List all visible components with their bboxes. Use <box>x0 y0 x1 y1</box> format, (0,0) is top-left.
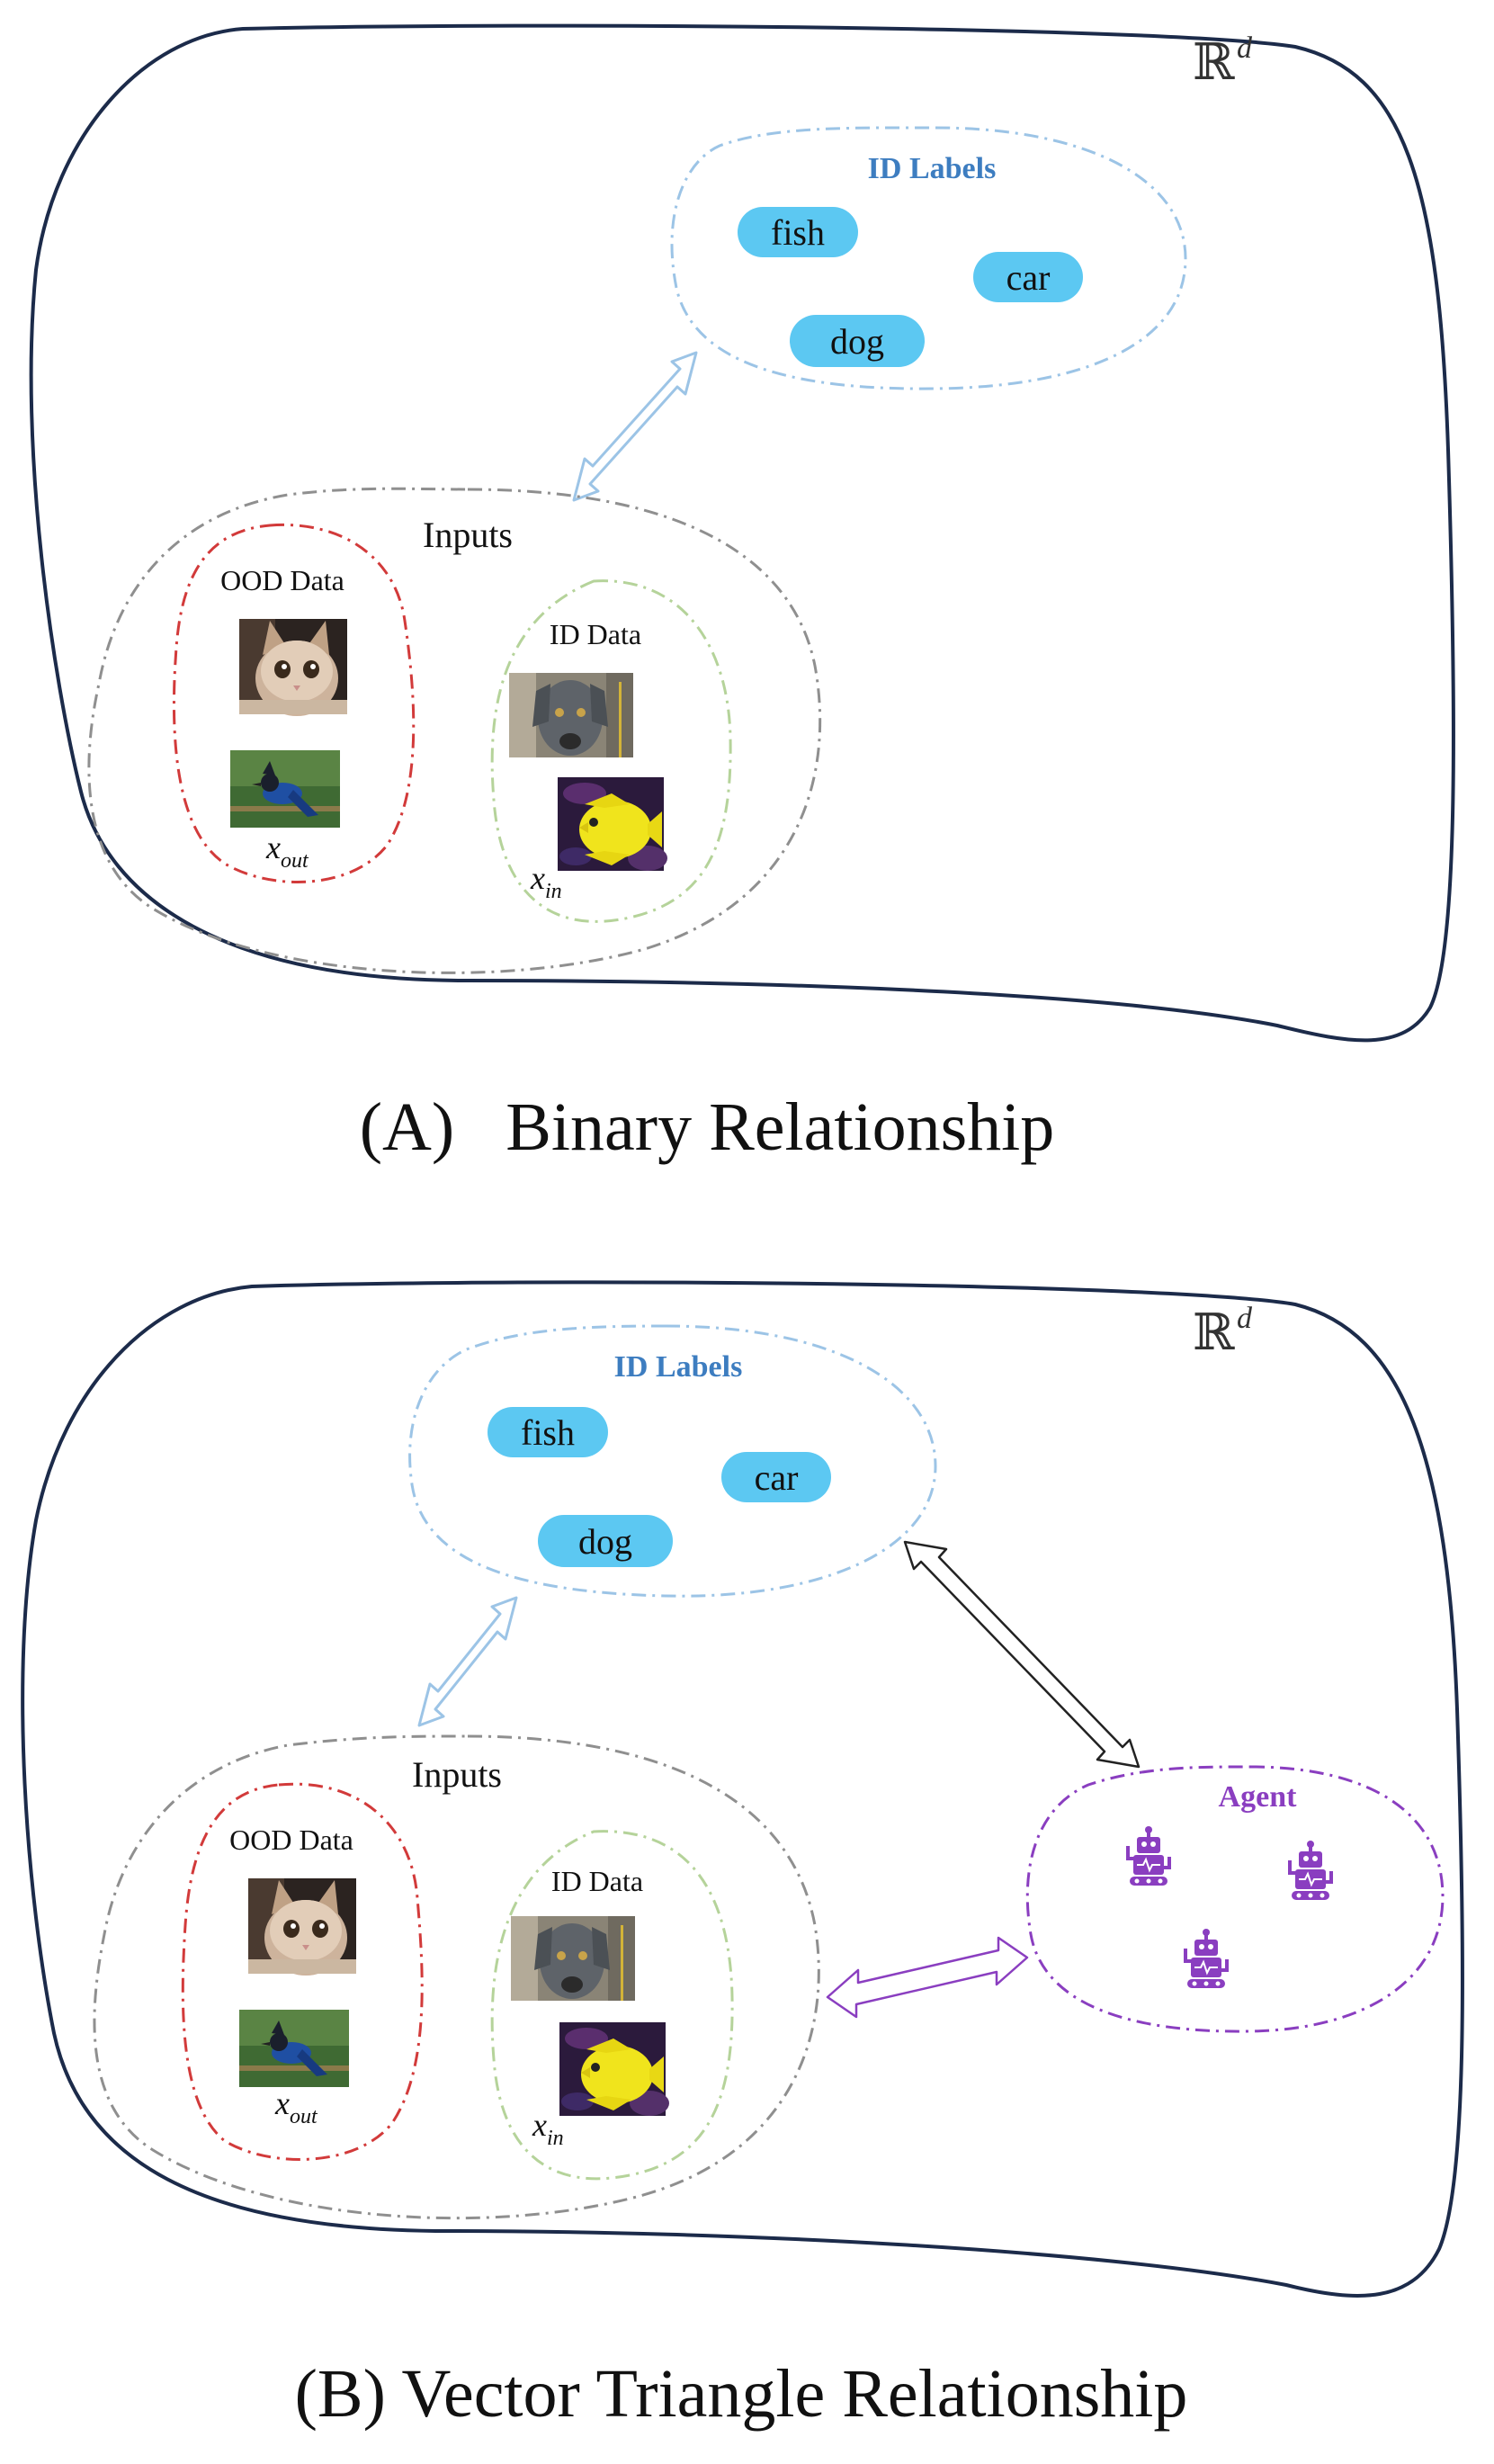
label-pill-fish-a: fish <box>738 207 858 257</box>
cat-image-a <box>239 619 347 716</box>
space-symbol-b: ℝ <box>1193 1305 1236 1361</box>
caption-b: (B) Vector Triangle Relationship <box>295 2356 1188 2432</box>
robot-icon <box>1183 1928 1230 1989</box>
cat-image-b <box>248 1878 356 1976</box>
ood-title-b: OOD Data <box>229 1823 353 1856</box>
robot-icon <box>1125 1825 1172 1886</box>
x-in-b: xin <box>532 2107 564 2150</box>
x-out-b: xout <box>274 2085 318 2128</box>
label-pill-fish-b: fish <box>488 1407 608 1457</box>
double-arrow-inputs-labels-b <box>417 1596 518 1727</box>
fish-image-a <box>558 777 667 871</box>
inputs-region-a <box>87 487 822 974</box>
id-labels-region-b <box>408 1324 937 1598</box>
space-exponent-b: d <box>1237 1302 1253 1335</box>
robot-icon <box>1287 1840 1334 1901</box>
svg-text:fish: fish <box>771 212 825 253</box>
id-data-region-b <box>490 1830 734 2181</box>
svg-text:fish: fish <box>521 1412 575 1453</box>
x-out-a: xout <box>265 829 309 873</box>
id-data-title-a: ID Data <box>550 618 641 650</box>
ood-region-a <box>172 523 416 883</box>
svg-text:dog: dog <box>830 321 884 362</box>
svg-text:dog: dog <box>578 1521 632 1562</box>
space-exponent-a: d <box>1237 31 1253 65</box>
label-pill-car-b: car <box>721 1452 831 1502</box>
panel-b: ℝ d ID Labels fish car dog Inputs OOD Da… <box>21 1280 1464 2432</box>
ood-region-b <box>181 1782 424 2161</box>
inputs-title-b: Inputs <box>412 1754 502 1795</box>
double-arrow-inputs-agent-b <box>826 1936 1029 2019</box>
svg-text:car: car <box>1006 257 1051 298</box>
panel-a: ℝ d ID Labels fish car dog Inputs OOD Da… <box>29 23 1455 1165</box>
x-in-a: xin <box>530 860 562 903</box>
bird-image-b <box>239 2010 349 2087</box>
id-labels-title-a: ID Labels <box>868 152 997 185</box>
inputs-region-b <box>93 1734 820 2220</box>
inputs-title-a: Inputs <box>423 515 513 555</box>
dog-image-b <box>511 1916 635 2001</box>
space-symbol-a: ℝ <box>1193 35 1236 91</box>
agent-region-b <box>1025 1765 1445 2033</box>
svg-text:car: car <box>755 1457 799 1498</box>
caption-a: (A) Binary Relationship <box>360 1089 1055 1165</box>
id-labels-title-b: ID Labels <box>614 1350 743 1384</box>
id-data-title-b: ID Data <box>551 1865 643 1897</box>
fish-image-b <box>559 2022 669 2116</box>
label-pill-dog-a: dog <box>790 315 925 367</box>
label-pill-dog-b: dog <box>538 1515 673 1567</box>
double-arrow-a <box>572 351 698 502</box>
space-boundary-b <box>21 1280 1464 2298</box>
agent-title-b: Agent <box>1219 1780 1298 1814</box>
dog-image-a <box>509 673 633 757</box>
space-boundary-a <box>29 23 1455 1043</box>
double-arrow-labels-agent-b <box>903 1540 1141 1769</box>
id-data-region-a <box>490 579 732 923</box>
ood-title-a: OOD Data <box>220 564 344 596</box>
bird-image-a <box>230 750 340 828</box>
label-pill-car-a: car <box>973 252 1083 302</box>
id-labels-region-a <box>670 126 1187 390</box>
